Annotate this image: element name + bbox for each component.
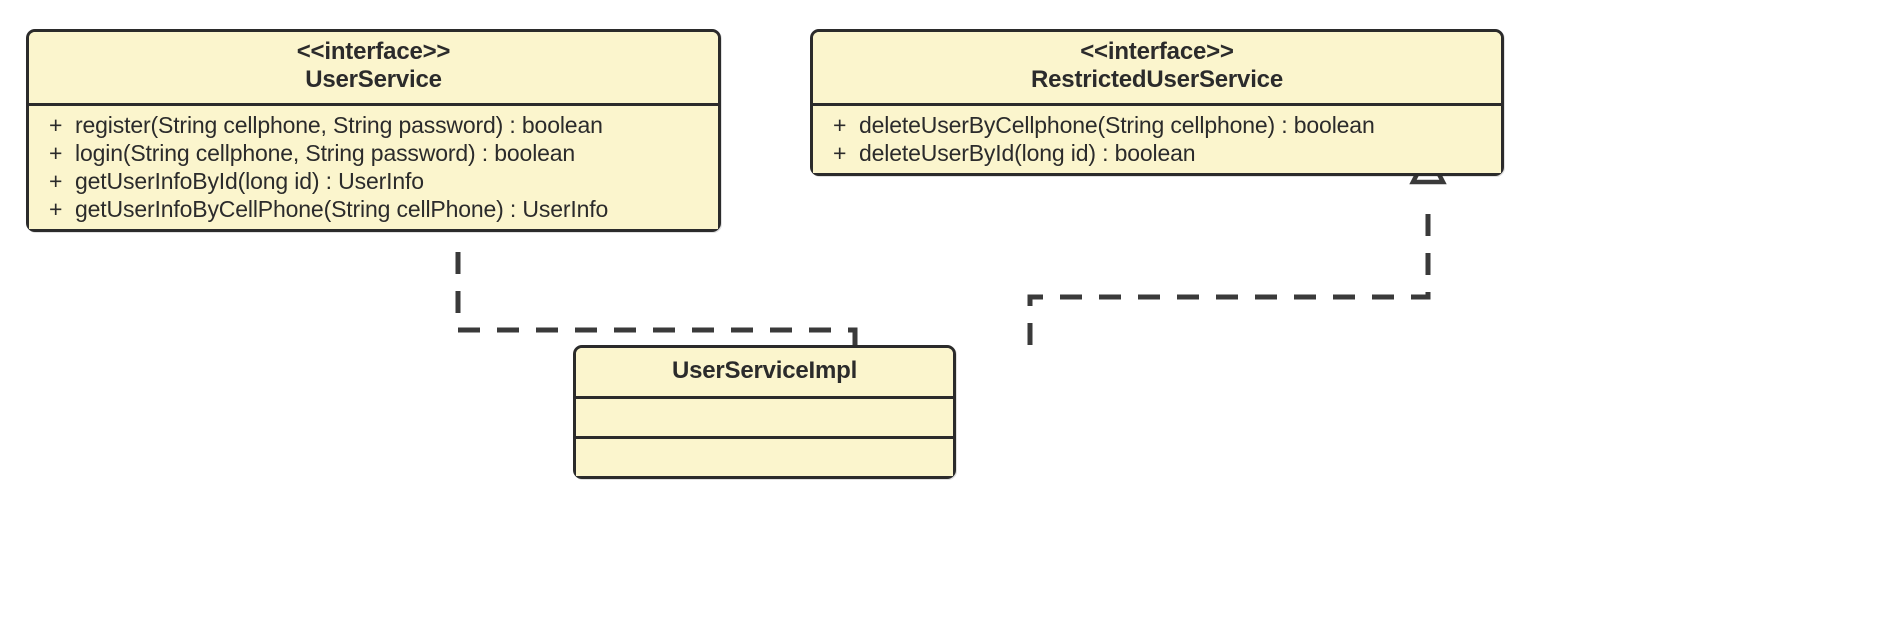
member-signature: deleteUserById(long id) : boolean (859, 140, 1196, 167)
class-member: + login(String cellphone, String password… (29, 139, 718, 167)
member-signature: getUserInfoByCellPhone(String cellPhone)… (75, 196, 609, 223)
class-member: + register(String cellphone, String passw… (29, 111, 718, 139)
class-member: + getUserInfoByCellPhone(String cellPhone… (29, 195, 718, 223)
visibility-marker: + (49, 168, 63, 195)
class-node-user-service-impl[interactable]: UserServiceImpl (573, 345, 956, 479)
member-signature: register(String cellphone, String passwo… (75, 112, 603, 139)
edge-impl-to-restricted-user-service[interactable] (1027, 148, 1447, 345)
class-member: + deleteUserByCellphone(String cellphone)… (813, 111, 1501, 139)
attributes-compartment-user-service-impl (576, 398, 953, 436)
member-signature: deleteUserByCellphone(String cellphone) … (859, 112, 1375, 139)
stereotype-label: <<interface>> (1080, 38, 1234, 65)
class-header-restricted-user-service: <<interface>> RestrictedUserService (813, 32, 1501, 107)
member-signature: login(String cellphone, String password)… (75, 140, 576, 167)
stereotype-label: <<interface>> (296, 38, 451, 65)
member-signature: getUserInfoById(long id) : UserInfo (75, 168, 424, 195)
visibility-marker: + (833, 140, 847, 167)
visibility-marker: + (49, 112, 63, 139)
class-header-user-service: <<interface>> UserService (29, 32, 718, 107)
class-node-restricted-user-service[interactable]: <<interface>> RestrictedUserService + del… (810, 29, 1504, 177)
class-name-label: RestrictedUserService (1031, 66, 1283, 94)
class-member: + deleteUserById(long id) : boolean (813, 139, 1501, 167)
visibility-marker: + (49, 140, 63, 167)
class-header-user-service-impl: UserServiceImpl (576, 348, 953, 399)
class-member: + getUserInfoById(long id) : UserInfo (29, 167, 718, 195)
class-node-user-service[interactable]: <<interface>> UserService + register(Stri… (26, 29, 721, 233)
members-compartment-user-service: + register(String cellphone, String passw… (29, 106, 718, 230)
class-name-label: UserServiceImpl (671, 357, 858, 384)
methods-compartment-user-service-impl (576, 435, 953, 476)
visibility-marker: + (49, 196, 63, 223)
class-name-label: UserService (305, 66, 442, 94)
visibility-marker: + (833, 112, 847, 139)
members-compartment-restricted-user-service: + deleteUserByCellphone(String cellphone)… (813, 106, 1501, 174)
